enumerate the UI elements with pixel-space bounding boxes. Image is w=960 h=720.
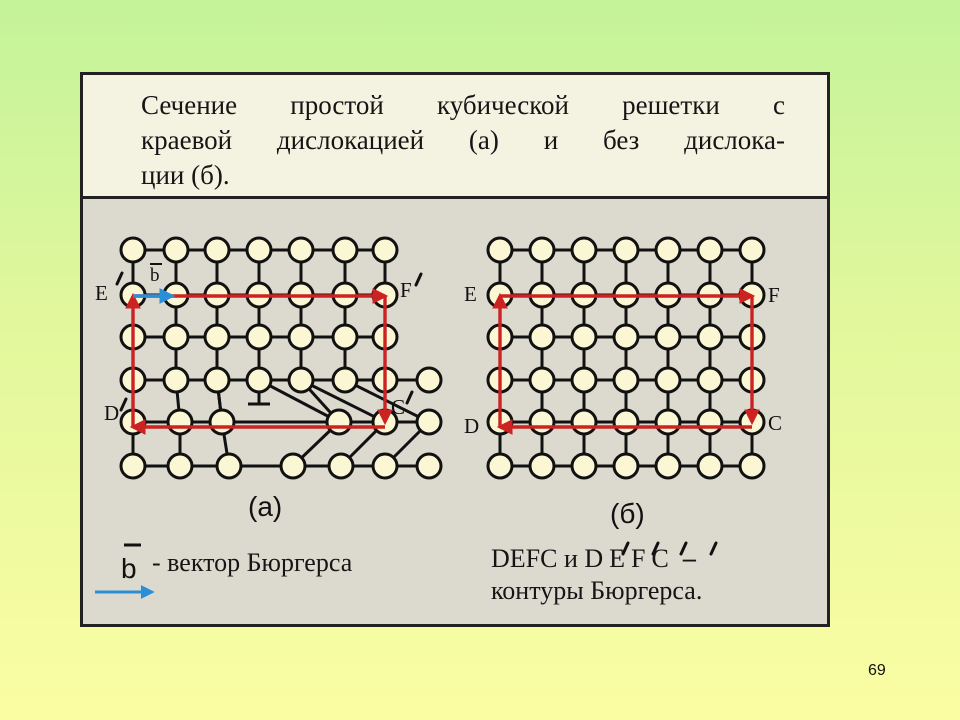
lattice-b-atom xyxy=(696,408,724,436)
lattice-b-atom xyxy=(654,452,682,480)
lattice-a-atom xyxy=(287,236,315,264)
legend-burgers-symbol: b xyxy=(121,553,137,584)
caption-word: дислокацией xyxy=(276,125,425,155)
lattice-a-atom xyxy=(415,408,443,436)
lattice-b-atom xyxy=(528,408,556,436)
caption-word: простой xyxy=(290,90,384,120)
caption-word: кубической xyxy=(436,90,569,120)
lattice-b-atom xyxy=(696,236,724,264)
lattice-a-bond xyxy=(344,378,430,424)
lattice-b-atom xyxy=(528,323,556,351)
lattice-a-atom xyxy=(327,452,355,480)
lattice-b-atom xyxy=(696,366,724,394)
caption-line-3: ции (б). xyxy=(141,159,785,191)
label-a-f: F xyxy=(400,278,412,302)
lattice-b-atom xyxy=(528,366,556,394)
lattice-a-atom xyxy=(325,408,353,436)
prime-marks-a xyxy=(115,271,423,412)
lattice-b-atom xyxy=(570,408,598,436)
lattice-a-atom xyxy=(331,323,359,351)
lattice-a-bond xyxy=(300,378,386,424)
caption-line-1: Сечение простой кубической решетки с xyxy=(141,89,785,121)
lattice-a-atom xyxy=(203,323,231,351)
lattice-a-atom xyxy=(208,408,236,436)
lattice-a-atom xyxy=(245,323,273,351)
lattice-a-atom xyxy=(162,366,190,394)
lattice-b-atom xyxy=(654,366,682,394)
lattice-a-atom xyxy=(331,236,359,264)
lattice-b-atom xyxy=(612,452,640,480)
label-a-d: D xyxy=(104,401,119,425)
caption-word: решетки xyxy=(622,90,720,120)
lattice-a-atom xyxy=(415,452,443,480)
lattice-a-atom xyxy=(279,452,307,480)
label-a-burgers-b: b xyxy=(150,265,160,286)
page-number: 69 xyxy=(868,662,886,679)
lattice-a-atom xyxy=(162,236,190,264)
caption-line-2: краевой дислокацией (а) и без дислока- xyxy=(141,124,785,156)
legend-burgers-text: - вектор Бюргерса xyxy=(152,548,353,577)
label-b-e: E xyxy=(464,282,477,306)
lattice-a-atom xyxy=(203,236,231,264)
lattice-a-atom xyxy=(203,366,231,394)
lattice-a-atom xyxy=(166,452,194,480)
lattice-a-atom xyxy=(162,323,190,351)
legend-contours-line2: контуры Бюргерса. xyxy=(491,576,702,605)
lattice-b-atom xyxy=(570,323,598,351)
caption-figure-b: (б) xyxy=(610,498,645,529)
lattice-a-atom xyxy=(415,366,443,394)
caption-figure-a: (а) xyxy=(248,491,282,522)
lattice-b-atom xyxy=(612,408,640,436)
caption-word: (а) xyxy=(468,125,499,155)
label-b-f: F xyxy=(768,283,780,307)
caption-word: и xyxy=(543,125,559,155)
lattice-a-atom xyxy=(245,366,273,394)
lattice-b-atom xyxy=(612,236,640,264)
lattice-a-atom xyxy=(119,236,147,264)
lattice-b-atom xyxy=(738,452,766,480)
lattice-b-atom xyxy=(486,236,514,264)
lattice-b-atom xyxy=(696,323,724,351)
caption-word: без xyxy=(602,125,640,155)
caption-word: краевой xyxy=(141,125,233,155)
prime-marks-legend xyxy=(621,541,718,556)
lattice-b-atom xyxy=(654,408,682,436)
lattice-a-atom xyxy=(166,408,194,436)
label-b-d: D xyxy=(464,414,479,438)
lattice-b-atom xyxy=(570,366,598,394)
lattice-b-atom xyxy=(612,366,640,394)
lattice-a-atom xyxy=(287,323,315,351)
lattice-a-atoms xyxy=(119,236,443,480)
lattice-b-atom xyxy=(570,452,598,480)
label-b-c: C xyxy=(768,411,782,435)
lattice-a-atom xyxy=(371,452,399,480)
burgers-contours xyxy=(125,288,760,435)
caption-word: дислока- xyxy=(684,125,785,155)
lattice-a-atom xyxy=(287,366,315,394)
lattice-a-atom xyxy=(371,236,399,264)
lattice-a-atom xyxy=(331,366,359,394)
lattice-a-bond xyxy=(258,378,340,424)
label-a-c: C xyxy=(391,395,405,419)
lattice-b-atom xyxy=(486,452,514,480)
lattice-a-atom xyxy=(215,452,243,480)
lattice-a-atom xyxy=(119,452,147,480)
lattice-b-atom xyxy=(654,236,682,264)
caption-word: ции (б). xyxy=(141,160,230,190)
lattice-b-atom xyxy=(570,236,598,264)
label-a-e: E xyxy=(95,281,108,305)
lattice-b-atoms xyxy=(486,236,766,480)
lattice-b-atom xyxy=(738,236,766,264)
lattice-a-atom xyxy=(245,236,273,264)
lattice-b-atom xyxy=(696,452,724,480)
caption-word: с xyxy=(772,90,785,120)
caption-box: Сечение простой кубической решетки с краевой… xyxy=(83,75,827,199)
lattice-b-atom xyxy=(528,236,556,264)
lattice-b-atom xyxy=(612,323,640,351)
lattice-b-atom xyxy=(528,452,556,480)
caption-word: Сечение xyxy=(141,90,238,120)
lattice-b-atom xyxy=(654,323,682,351)
